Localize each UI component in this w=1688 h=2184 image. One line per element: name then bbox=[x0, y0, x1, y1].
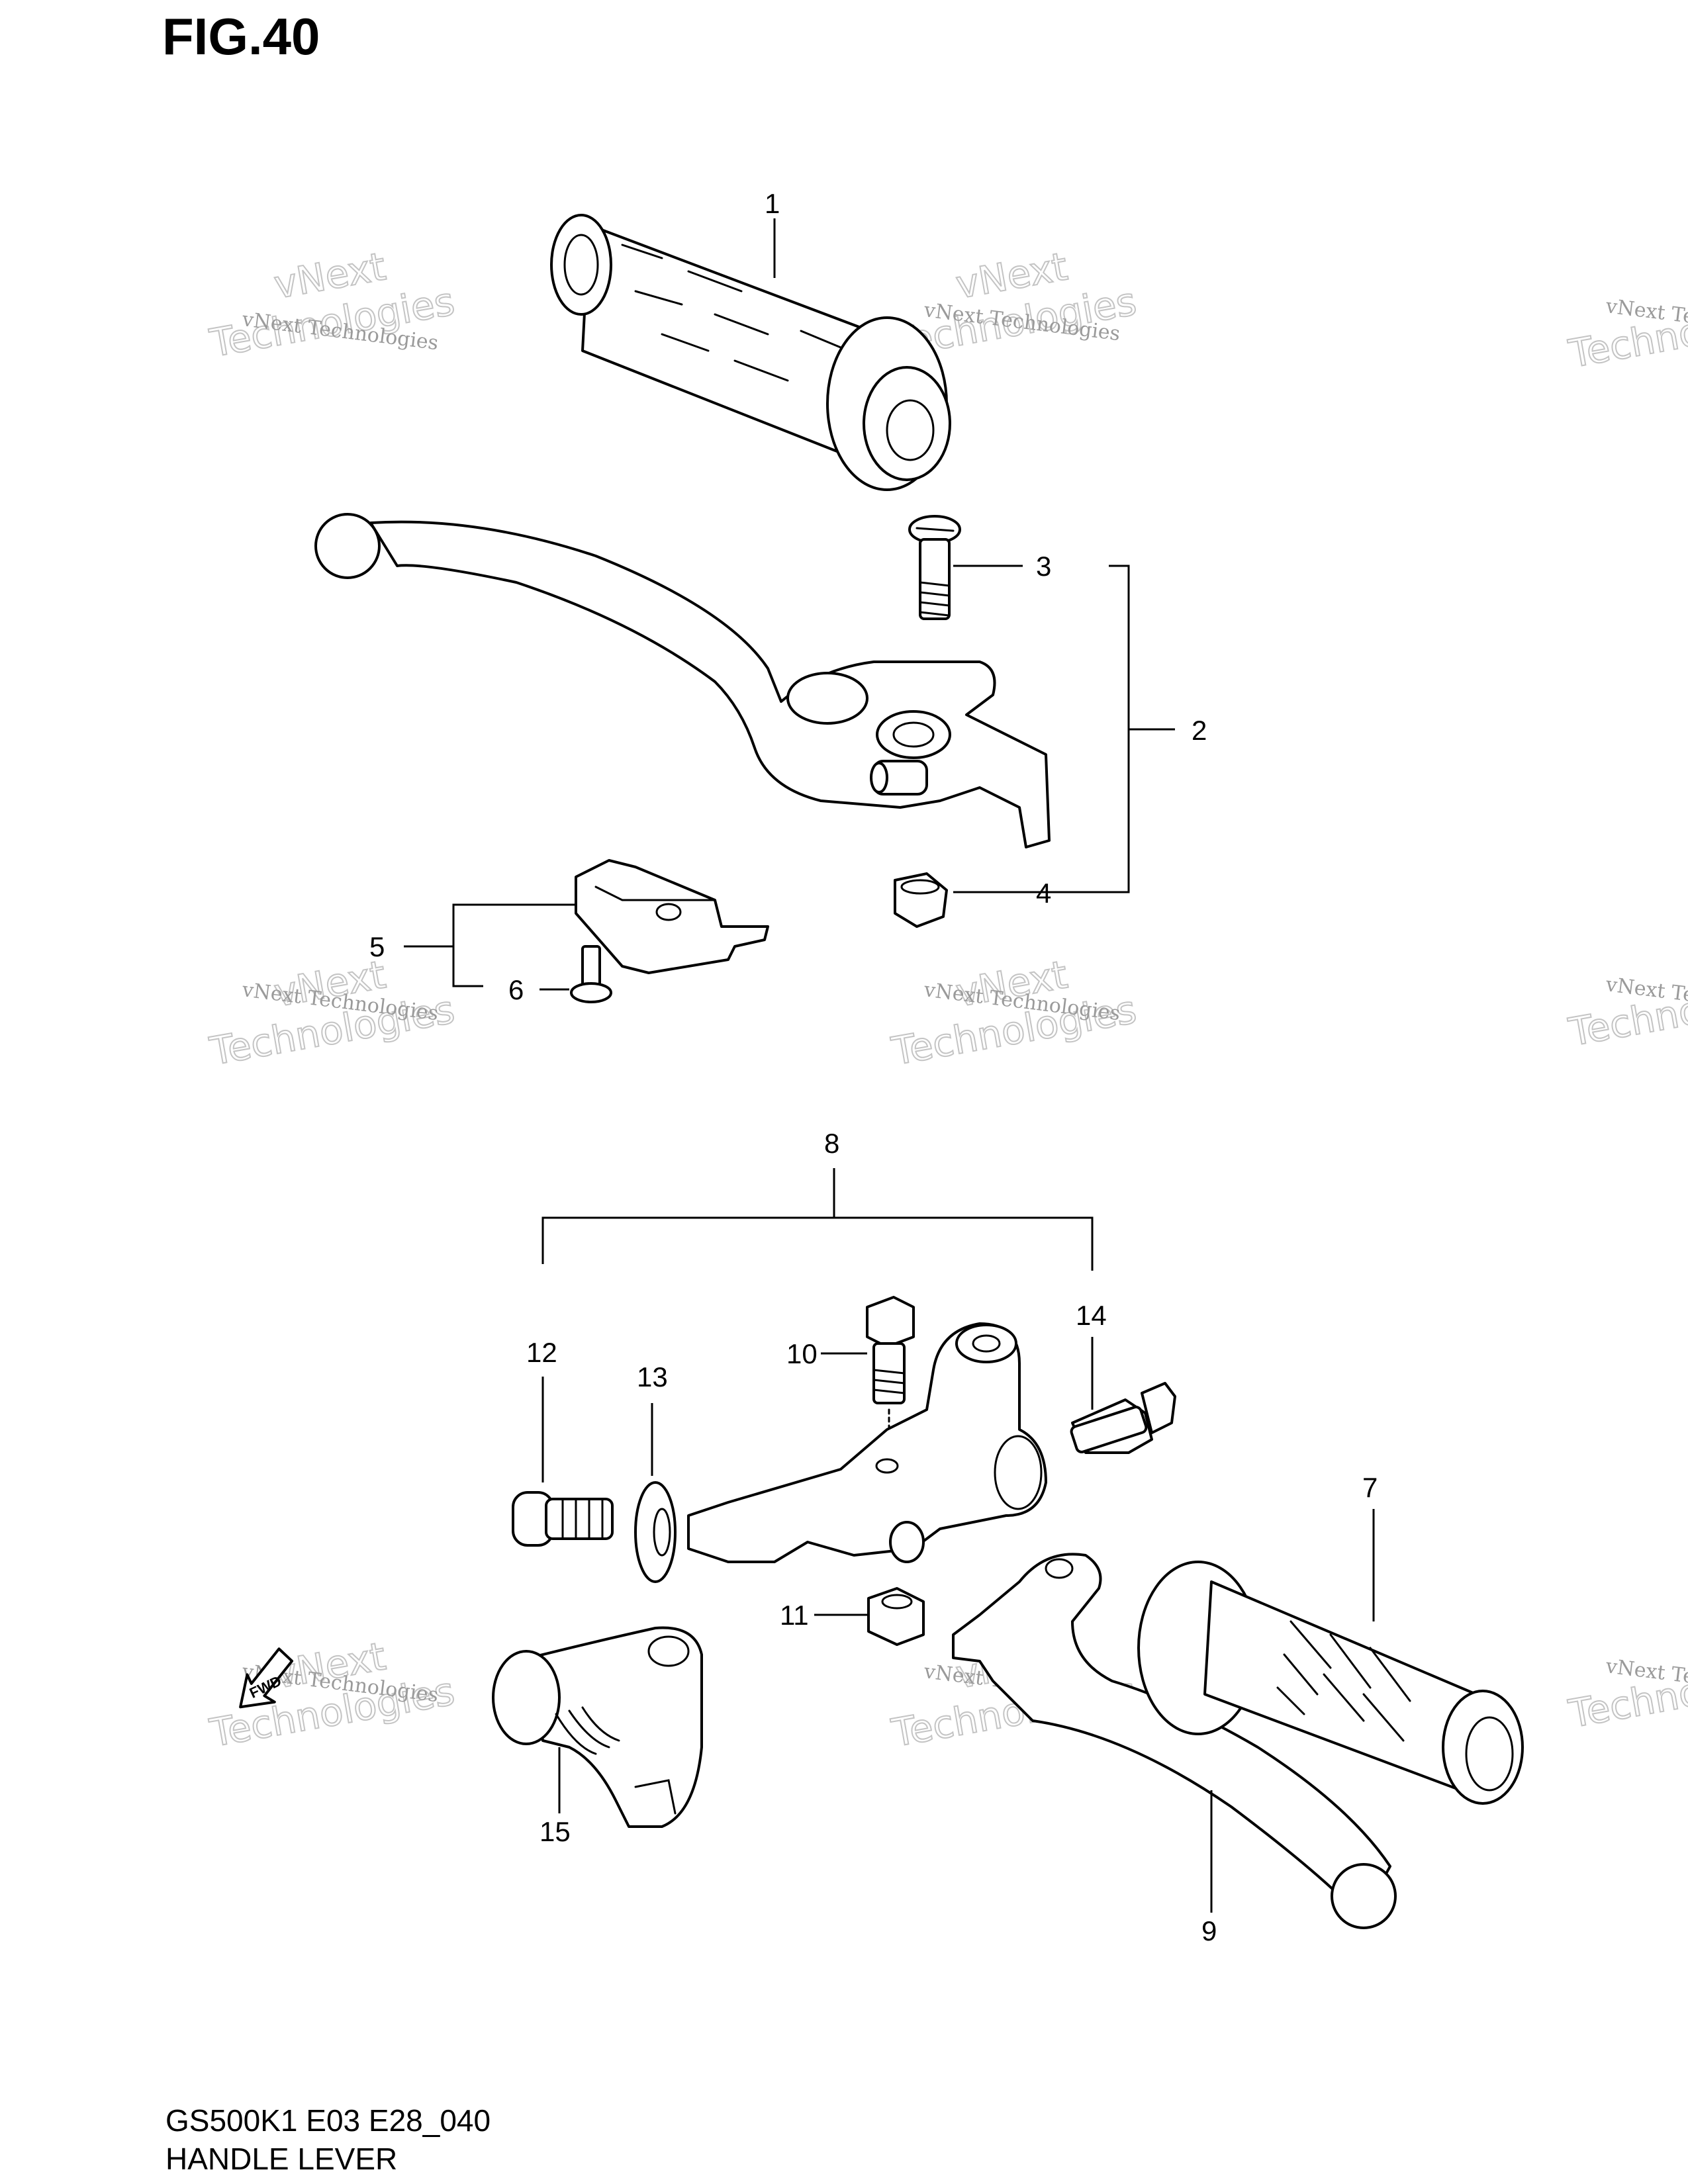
part-13-lock-wheel bbox=[634, 1403, 677, 1583]
part-9-clutch-lever bbox=[952, 1553, 1397, 1929]
part-12-adjuster-bolt bbox=[512, 1377, 614, 1547]
callout-15: 15 bbox=[539, 1816, 571, 1847]
part-8-bracket bbox=[541, 1168, 1094, 1271]
callout-11: 11 bbox=[780, 1600, 809, 1631]
part-6-screw bbox=[570, 945, 612, 1003]
callout-5: 5 bbox=[369, 931, 385, 962]
upper-leader-lines bbox=[404, 218, 1175, 991]
callout-7: 7 bbox=[1362, 1472, 1378, 1503]
part-7-left-grip bbox=[1137, 1509, 1524, 1805]
callout-1: 1 bbox=[765, 188, 780, 219]
callout-12: 12 bbox=[526, 1337, 557, 1368]
callout-4: 4 bbox=[1036, 878, 1051, 909]
part-3-pivot-bolt bbox=[908, 515, 961, 620]
callout-8: 8 bbox=[824, 1128, 839, 1159]
callout-labels: 1 2 3 4 5 6 7 8 9 10 11 12 13 14 15 bbox=[369, 188, 1378, 1946]
footer-code: GS500K1 E03 E28_040 bbox=[165, 2103, 491, 2138]
part-11-nut bbox=[814, 1587, 925, 1646]
figure-title: FIG.40 bbox=[162, 7, 320, 66]
part-10-bolt bbox=[821, 1296, 915, 1471]
callout-10: 10 bbox=[786, 1338, 818, 1369]
part-5-brake-switch bbox=[575, 859, 769, 974]
part-2-brake-lever bbox=[314, 513, 1051, 848]
callout-6: 6 bbox=[508, 974, 524, 1005]
footer-name: HANDLE LEVER bbox=[165, 2142, 397, 2176]
part-4-nut bbox=[894, 872, 948, 928]
callout-3: 3 bbox=[1036, 551, 1051, 582]
callout-2: 2 bbox=[1192, 715, 1207, 746]
part-14-screw bbox=[1070, 1337, 1176, 1454]
callout-14: 14 bbox=[1076, 1300, 1107, 1331]
part-1-throttle-grip bbox=[550, 214, 951, 491]
callout-13: 13 bbox=[637, 1361, 668, 1392]
part-15-boot bbox=[492, 1626, 703, 1828]
part-8-lever-holder bbox=[687, 1322, 1047, 1563]
callout-9: 9 bbox=[1201, 1915, 1217, 1946]
